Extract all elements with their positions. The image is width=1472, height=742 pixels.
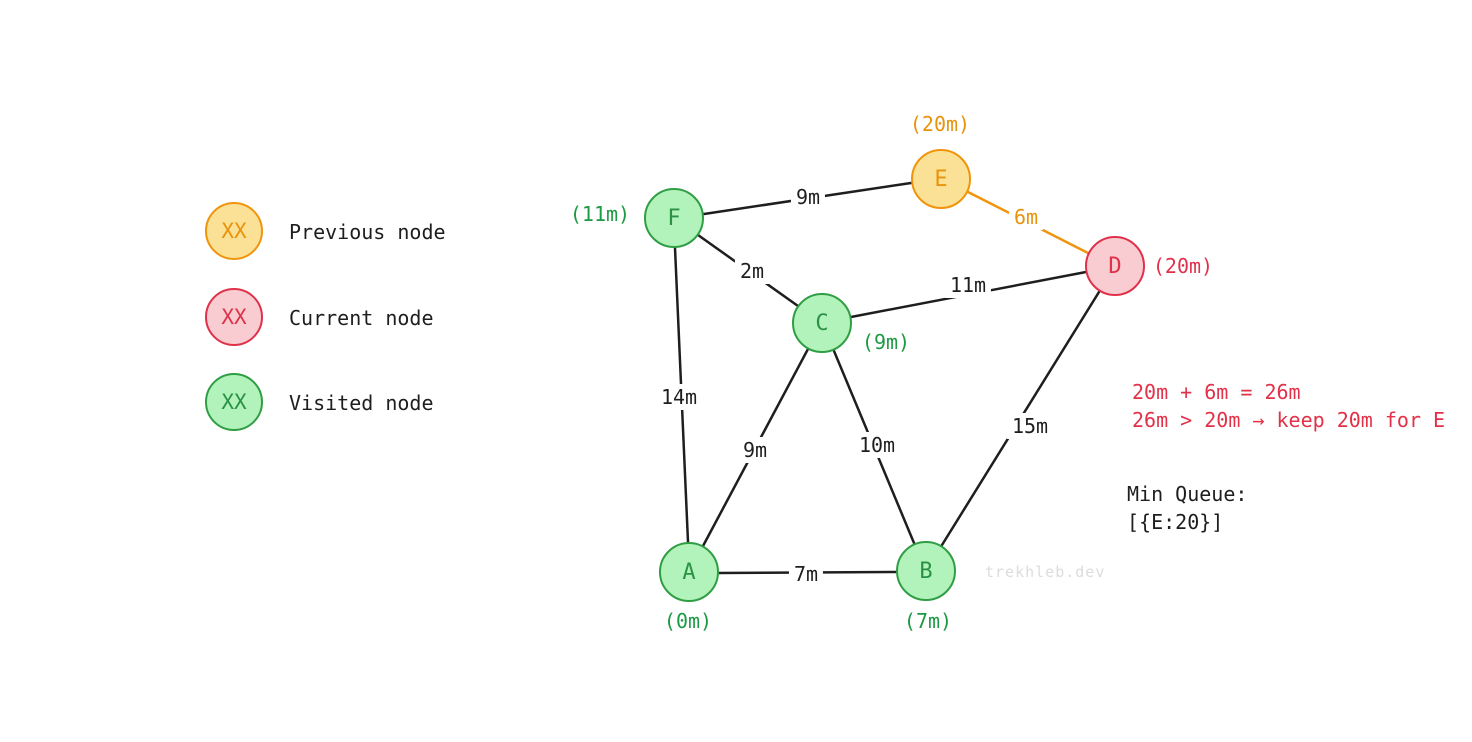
min-queue-value: [{E:20}] bbox=[1127, 510, 1224, 534]
graph-node-E: E bbox=[911, 149, 971, 209]
edge-A-B-weight-label: 7m bbox=[788, 561, 824, 587]
edge-E-F-weight-label: 9m bbox=[790, 184, 826, 210]
graph-node-B: B bbox=[896, 541, 956, 601]
node-F-letter: F bbox=[667, 205, 681, 231]
legend-previous-node-circle: XX bbox=[205, 202, 263, 260]
legend-visited-label: Visited node bbox=[289, 391, 434, 415]
node-D-distance-label: (20m) bbox=[1152, 254, 1214, 278]
graph-node-F: F bbox=[644, 188, 704, 248]
edge-C-F-weight-label: 2m bbox=[734, 258, 770, 284]
graph-node-A: A bbox=[659, 542, 719, 602]
node-B-letter: B bbox=[919, 558, 933, 584]
graph-node-C: C bbox=[792, 293, 852, 353]
node-E-letter: E bbox=[934, 166, 948, 192]
node-A-distance-label: (0m) bbox=[663, 609, 713, 633]
legend-visited-symbol: XX bbox=[221, 390, 247, 414]
legend-previous-label: Previous node bbox=[289, 220, 446, 244]
node-D-letter: D bbox=[1108, 253, 1122, 279]
calculation-line-1: 20m + 6m = 26m bbox=[1132, 380, 1301, 404]
edge-D-E-weight-label: 6m bbox=[1008, 204, 1044, 230]
edge-A-C-weight-label: 9m bbox=[737, 437, 773, 463]
node-E-distance-label: (20m) bbox=[909, 112, 971, 136]
legend-previous-symbol: XX bbox=[221, 219, 247, 243]
edge-A-F-weight-label: 14m bbox=[655, 384, 703, 410]
node-B-distance-label: (7m) bbox=[903, 609, 953, 633]
edge-C-D-weight-label: 11m bbox=[944, 272, 992, 298]
legend-visited-node-circle: XX bbox=[205, 373, 263, 431]
node-A-letter: A bbox=[682, 559, 696, 585]
node-F-distance-label: (11m) bbox=[569, 202, 631, 226]
edge-B-C-weight-label: 10m bbox=[853, 432, 901, 458]
legend-current-node-circle: XX bbox=[205, 288, 263, 346]
node-C-distance-label: (9m) bbox=[861, 330, 911, 354]
min-queue-label: Min Queue: bbox=[1127, 482, 1248, 506]
legend-current-symbol: XX bbox=[221, 305, 247, 329]
graph-node-D: D bbox=[1085, 236, 1145, 296]
watermark: trekhleb.dev bbox=[985, 563, 1106, 581]
calculation-line-2: 26m > 20m → keep 20m for E bbox=[1132, 408, 1446, 432]
edge-B-D-weight-label: 15m bbox=[1006, 413, 1054, 439]
legend-current-label: Current node bbox=[289, 306, 434, 330]
node-C-letter: C bbox=[815, 310, 829, 336]
